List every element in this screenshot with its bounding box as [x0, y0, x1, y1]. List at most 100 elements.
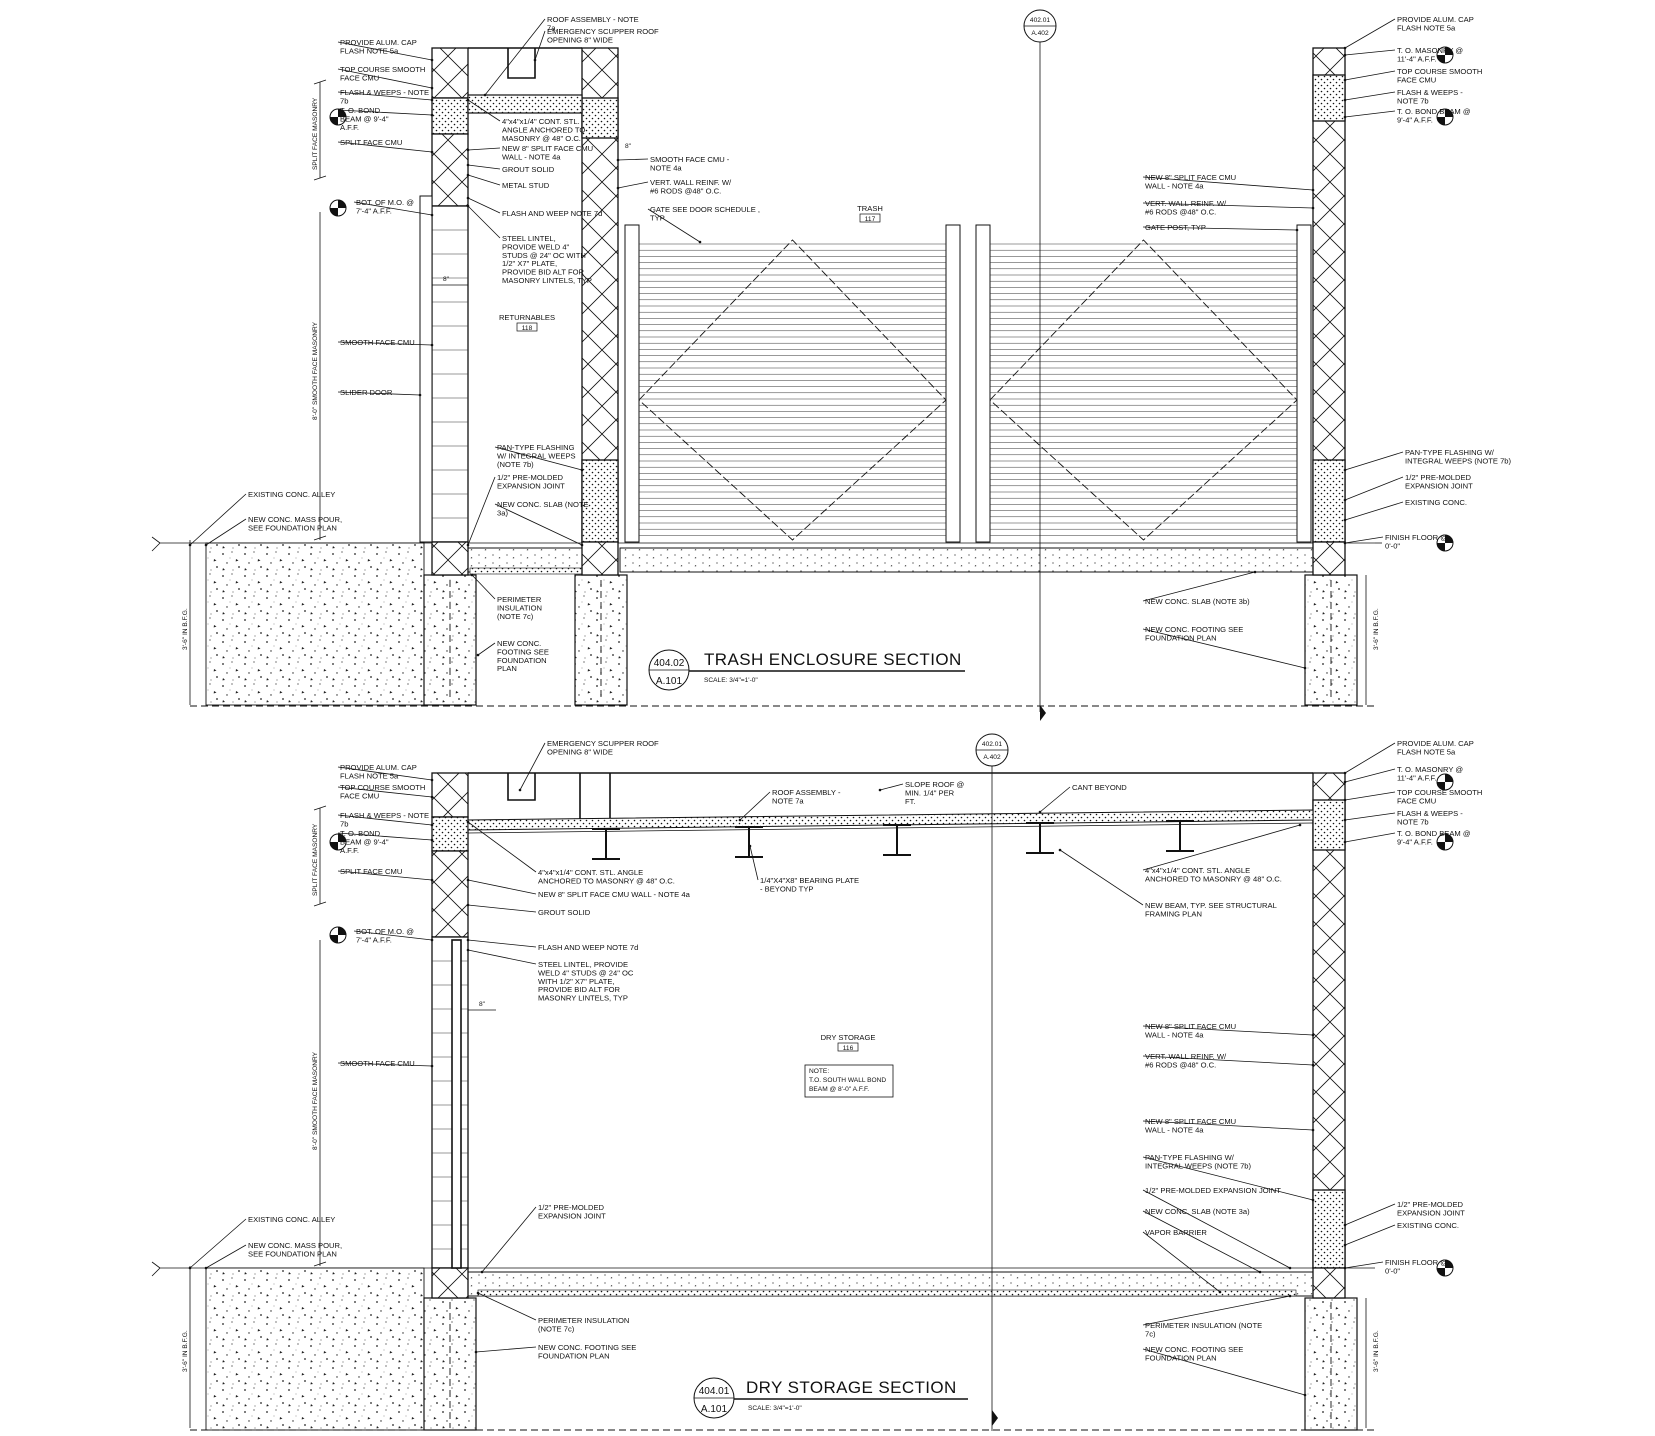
leader-dot [466, 163, 470, 167]
callout-text: FACE CMU [1397, 75, 1436, 84]
leader-line [1142, 1295, 1291, 1326]
section-title-tag[interactable]: 404.02 A.101 TRASH ENCLOSURE SECTION SCA… [648, 649, 965, 691]
section-reference-bubble[interactable]: 402.01 A.402 [975, 733, 1009, 767]
leader-dot [616, 186, 620, 190]
leader-dot [466, 820, 470, 824]
callout-text: NEW 8" SPLIT FACE CMU [1145, 1117, 1236, 1126]
gate-post[interactable] [1296, 224, 1312, 543]
callout-text: NEW CONC. MASS POUR, [248, 515, 342, 524]
room-number-box [837, 1042, 859, 1052]
callout-text: FACE CMU [340, 791, 379, 800]
callout-text: 9'-4" A.F.F. [1397, 837, 1433, 846]
leader-line [534, 30, 546, 61]
leader-line [337, 814, 433, 826]
leader-line [647, 208, 701, 243]
callout: 1/2" PRE-MOLDED EXPANSION JOINT [1142, 1186, 1292, 1270]
callout-text: FLASH NOTE 5a [1397, 23, 1456, 32]
room2-number-box [516, 322, 538, 332]
dim-tick [313, 901, 327, 907]
callout-text: ROOF ASSEMBLY - [772, 788, 841, 797]
callout-text: 1/2" PRE-MOLDED [1397, 1200, 1464, 1209]
section-reference-bubble[interactable]: 402.01 A.402 [1023, 9, 1057, 43]
leader-dot [466, 196, 470, 200]
callout-text: 7b [340, 96, 348, 105]
leader-line [467, 205, 501, 239]
right-bond-beam [1312, 74, 1346, 122]
break-mark [151, 536, 161, 552]
callout-text: SMOOTH FACE CMU [340, 338, 415, 347]
callout-text: INSULATION [497, 603, 542, 612]
leader-line [1059, 849, 1144, 906]
scupper-return [579, 773, 611, 825]
leader-dot [1343, 541, 1347, 545]
leader-line [1142, 628, 1306, 669]
callout: SMOOTH FACE CMU -NOTE 4a [616, 155, 730, 172]
grid-arrow [992, 1410, 998, 1426]
callout: PAN-TYPE FLASHING W/INTEGRAL WEEPS (NOTE… [1142, 1153, 1315, 1202]
mid-bond-beam [581, 97, 619, 139]
sloped-roof-assembly [467, 809, 1314, 831]
leader-dot [580, 543, 584, 547]
callout-text: CANT BEYOND [1072, 783, 1127, 792]
gate-post[interactable] [975, 224, 991, 543]
callout: 1/4"X4"X8" BEARING PLATE- BEYOND TYP [748, 844, 859, 893]
gate-post[interactable] [945, 224, 961, 543]
left-bond-beam [431, 97, 469, 135]
callout-text: NOTE 4a [650, 163, 682, 172]
gate-right-panel[interactable] [989, 239, 1298, 541]
callout-text: ANGLE ANCHORED TO [502, 125, 585, 134]
leader-line [467, 879, 537, 895]
leader-dot [1311, 1198, 1315, 1202]
section-title-tag[interactable]: 404.01 A.101 DRY STORAGE SECTION SCALE: … [693, 1377, 968, 1419]
callout-text: FLASH NOTE 5a [1397, 747, 1456, 756]
callout-text: T. O. MASONRY @ [1397, 765, 1463, 774]
tag-sheet: A.101 [701, 1404, 728, 1415]
callout-text: 3a) [497, 508, 508, 517]
leader-line [467, 99, 501, 122]
callout-text: 7b [340, 819, 348, 828]
dim-label-8in-mid: 8" [625, 143, 632, 150]
roof-beams [592, 820, 1194, 860]
leader-line [1344, 1224, 1396, 1246]
room-name: TRASH [857, 204, 883, 213]
callout: T. O. MASONRY @11'-4" A.F.F. [1343, 46, 1463, 63]
leader-line [337, 109, 433, 116]
callout: PAN-TYPE FLASHING W/INTEGRAL WEEPS (NOTE… [1343, 448, 1512, 472]
dim-label-footing-right: 3'-6" IN B.F.G. [1373, 608, 1380, 650]
callout-text: PROVIDE ALUM. CAP [1397, 739, 1474, 748]
leader-dot [1218, 1290, 1222, 1294]
gate-post[interactable] [624, 224, 640, 543]
callout: T. O. BOND BEAM @9'-4" A.F.F. [1343, 107, 1471, 124]
leader-line [467, 949, 537, 965]
callout-text: NEW BEAM, TYP. SEE STRUCTURAL [1145, 901, 1277, 910]
section-title: DRY STORAGE SECTION [746, 1378, 957, 1397]
leader-line [1344, 70, 1396, 81]
callout-text: - BEYOND TYP [760, 884, 813, 893]
callout-text: FLASH & WEEPS - NOTE [340, 88, 429, 97]
leader-line [1344, 742, 1396, 774]
dim-label-smooth: 8'-0" SMOOTH FACE MASONRY [312, 321, 319, 420]
callout-text: NEW 8" SPLIT FACE CMU [502, 144, 593, 153]
callout: FINISH FLOOR @0'-0" [1343, 533, 1448, 550]
leader-line [1142, 1189, 1291, 1269]
dim-label-footing-right: 3'-6" IN B.F.G. [1373, 1330, 1380, 1372]
level-marker-finish-floor [1436, 534, 1454, 552]
leader-line [337, 341, 433, 346]
leader-line [337, 766, 433, 781]
gate-left-panel[interactable] [638, 239, 947, 541]
callout-text: FOUNDATION PLAN [1145, 1353, 1217, 1362]
callout-text: T. O. BOND BEAM @ [1397, 107, 1471, 116]
leader-line [337, 91, 433, 101]
note-line: T.O. SOUTH WALL BOND [809, 1077, 886, 1084]
